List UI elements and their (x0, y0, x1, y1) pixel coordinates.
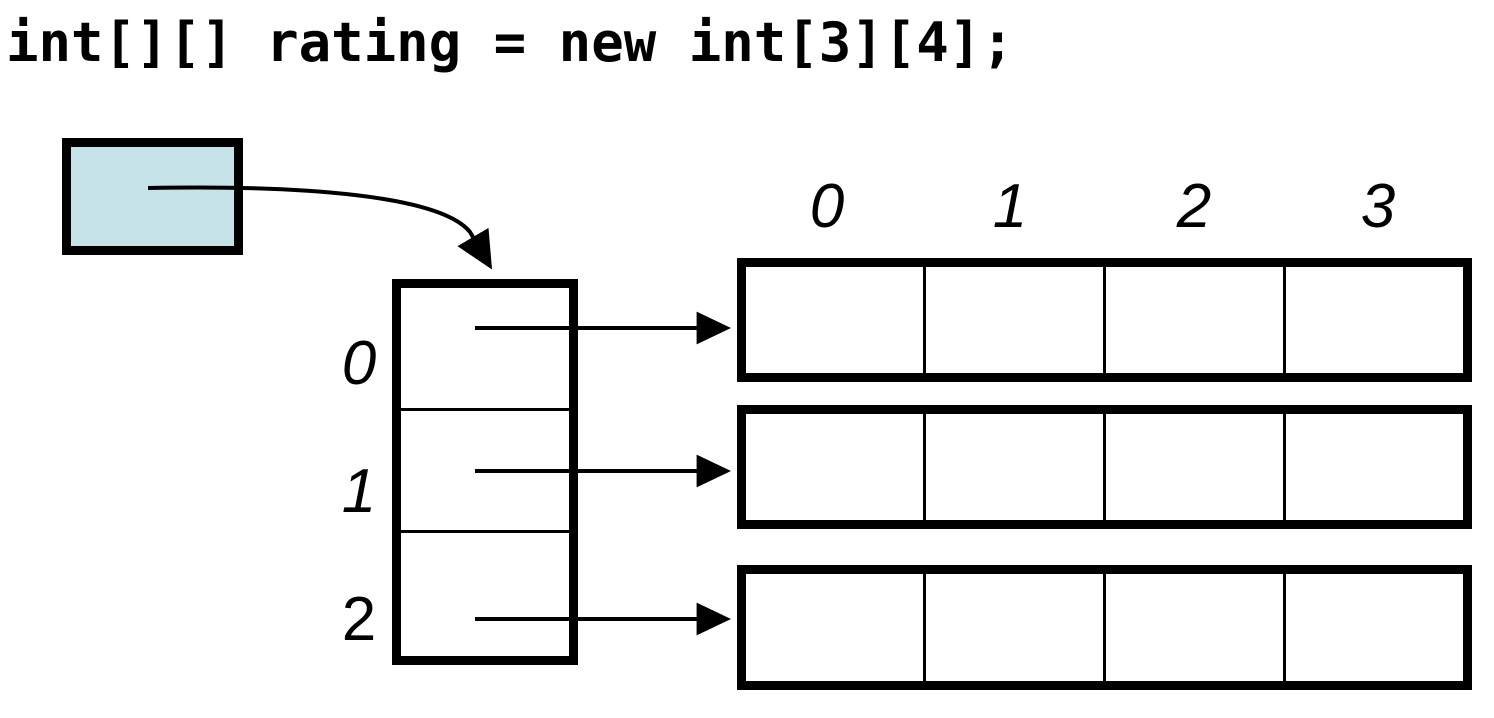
column-header-3: 3 (1360, 172, 1396, 241)
outer-array-box (392, 279, 578, 665)
inner-array-0-cell-2 (1106, 267, 1286, 373)
inner-array-1-cell-0 (746, 414, 926, 520)
inner-array-1-cell-2 (1106, 414, 1286, 520)
column-header-0: 0 (809, 172, 845, 241)
inner-array-0-cell-3 (1286, 267, 1463, 373)
inner-array-row-2 (737, 565, 1472, 690)
code-declaration: int[][] rating = new int[3][4]; (6, 11, 1014, 74)
column-header-1: 1 (992, 172, 1028, 241)
inner-array-row-0 (737, 258, 1472, 382)
inner-array-2-cell-1 (926, 574, 1106, 681)
inner-array-2-cell-2 (1106, 574, 1286, 681)
outer-array-row-label-2: 2 (341, 585, 377, 654)
column-header-2: 2 (1176, 172, 1212, 241)
outer-array-cell-1 (401, 410, 569, 534)
outer-array-row-label-1: 1 (341, 457, 377, 526)
inner-array-0-cell-0 (746, 267, 926, 373)
variable-reference-box (62, 138, 243, 255)
inner-array-row-1 (737, 405, 1472, 529)
outer-array-row-label-0: 0 (341, 329, 377, 398)
inner-array-2-cell-0 (746, 574, 926, 681)
outer-array-cell-0 (401, 288, 569, 411)
inner-array-2-cell-3 (1286, 574, 1463, 681)
inner-array-1-cell-3 (1286, 414, 1463, 520)
inner-array-0-cell-1 (926, 267, 1106, 373)
inner-array-1-cell-1 (926, 414, 1106, 520)
outer-array-cell-2 (401, 533, 569, 656)
